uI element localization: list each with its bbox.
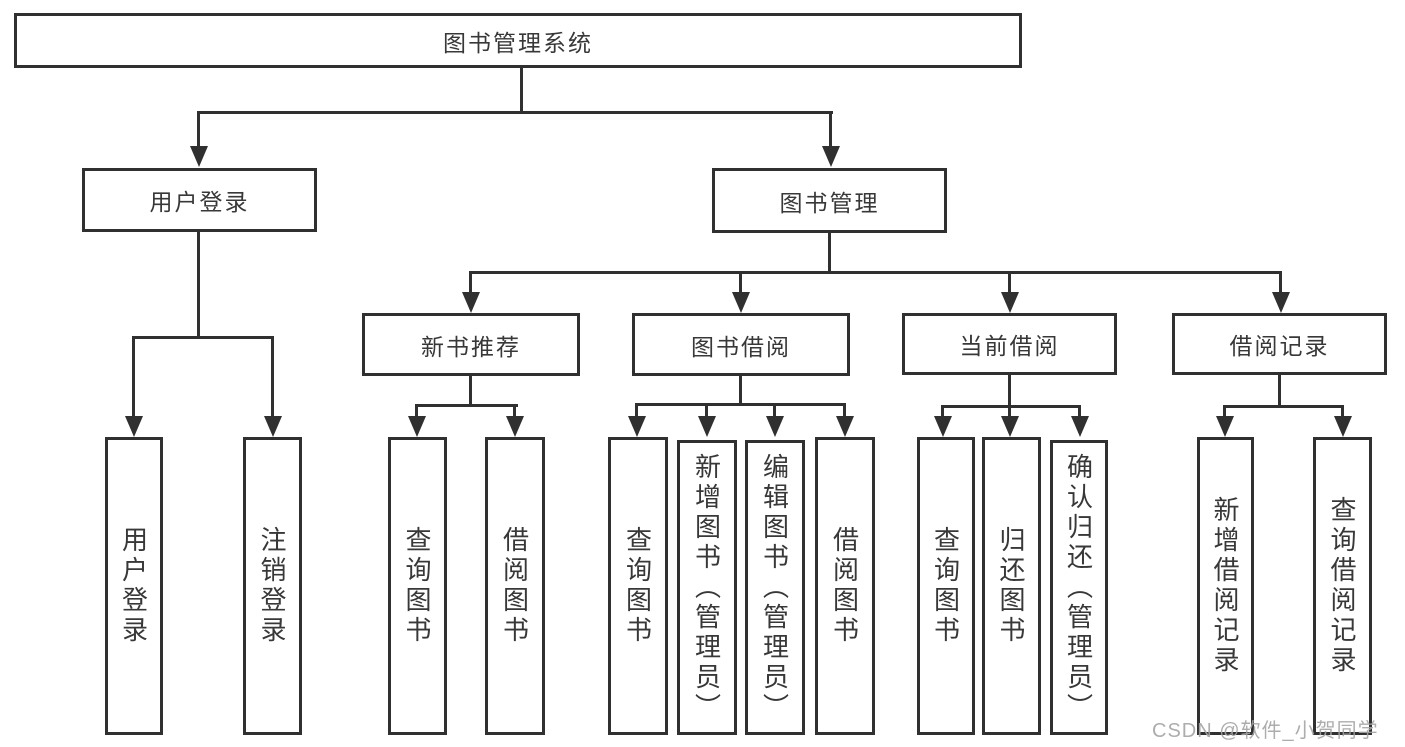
connector-line	[941, 405, 1081, 408]
arrowhead-icon	[1001, 292, 1019, 313]
connector-line	[197, 232, 200, 339]
connector-line	[271, 336, 274, 418]
arrowhead-icon	[462, 292, 480, 313]
connector-line	[1008, 271, 1011, 294]
node-new-book-recommend: 新书推荐	[362, 313, 580, 376]
arrowhead-icon	[1001, 416, 1019, 437]
arrowhead-icon	[766, 416, 784, 437]
connector-line	[773, 403, 776, 418]
node-leaf-query-books: 查询图书	[917, 437, 975, 735]
connector-line	[469, 271, 472, 294]
node-book-borrow: 图书借阅	[632, 313, 850, 376]
connector-line	[197, 111, 833, 114]
connector-line	[739, 271, 742, 294]
arrowhead-icon	[190, 146, 208, 167]
connector-line	[1279, 271, 1282, 294]
connector-line	[1008, 375, 1011, 408]
node-leaf-borrow-books: 借阅图书	[485, 437, 545, 735]
arrowhead-icon	[698, 416, 716, 437]
node-borrow-records: 借阅记录	[1172, 313, 1387, 375]
node-leaf-user-login: 用户登录	[105, 437, 163, 735]
node-leaf-query-books: 查询图书	[608, 437, 668, 735]
node-book-management: 图书管理	[712, 168, 947, 233]
node-user-login: 用户登录	[82, 168, 317, 232]
connector-line	[469, 271, 1282, 274]
connector-line	[415, 404, 418, 418]
node-leaf-query-books: 查询图书	[388, 437, 447, 735]
arrowhead-icon	[1334, 416, 1352, 437]
connector-line	[132, 336, 274, 339]
arrowhead-icon	[1272, 292, 1290, 313]
node-leaf-add-borrow-record: 新增借阅记录	[1197, 437, 1254, 735]
connector-line	[739, 376, 742, 406]
connector-line	[513, 404, 516, 418]
connector-line	[469, 376, 472, 407]
node-leaf-borrow-books: 借阅图书	[815, 437, 875, 735]
node-leaf-return-books: 归还图书	[982, 437, 1041, 735]
connector-line	[828, 233, 831, 274]
connector-line	[1341, 405, 1344, 418]
arrowhead-icon	[628, 416, 646, 437]
connector-line	[843, 403, 846, 418]
arrowhead-icon	[732, 292, 750, 313]
connector-line	[705, 403, 708, 418]
connector-line	[1223, 405, 1226, 418]
connector-line	[415, 404, 518, 407]
connector-line	[941, 405, 944, 418]
connector-line	[520, 67, 523, 114]
node-leaf-logout: 注销登录	[243, 437, 302, 735]
connector-line	[1008, 405, 1011, 418]
node-leaf-confirm-return-admin: 确认归还（管理员）	[1050, 440, 1108, 735]
connector-line	[829, 111, 832, 148]
arrowhead-icon	[506, 416, 524, 437]
watermark: CSDN @软件_小贺同学	[1152, 720, 1379, 742]
node-leaf-add-books-admin: 新增图书（管理员）	[677, 440, 737, 735]
connector-line	[1223, 405, 1344, 408]
arrowhead-icon	[934, 416, 952, 437]
connector-line	[1278, 375, 1281, 408]
connector-line	[197, 111, 200, 148]
node-leaf-query-borrow-record: 查询借阅记录	[1313, 437, 1372, 735]
arrowhead-icon	[125, 416, 143, 437]
node-current-borrow: 当前借阅	[902, 313, 1117, 375]
arrowhead-icon	[1071, 416, 1089, 437]
connector-line	[635, 403, 846, 406]
arrowhead-icon	[822, 146, 840, 167]
arrowhead-icon	[408, 416, 426, 437]
node-root: 图书管理系统	[14, 13, 1022, 68]
arrowhead-icon	[1216, 416, 1234, 437]
arrowhead-icon	[836, 416, 854, 437]
connector-line	[1078, 405, 1081, 418]
node-leaf-edit-books-admin: 编辑图书（管理员）	[745, 440, 805, 735]
arrowhead-icon	[264, 416, 282, 437]
connector-line	[635, 403, 638, 418]
connector-line	[132, 336, 135, 418]
